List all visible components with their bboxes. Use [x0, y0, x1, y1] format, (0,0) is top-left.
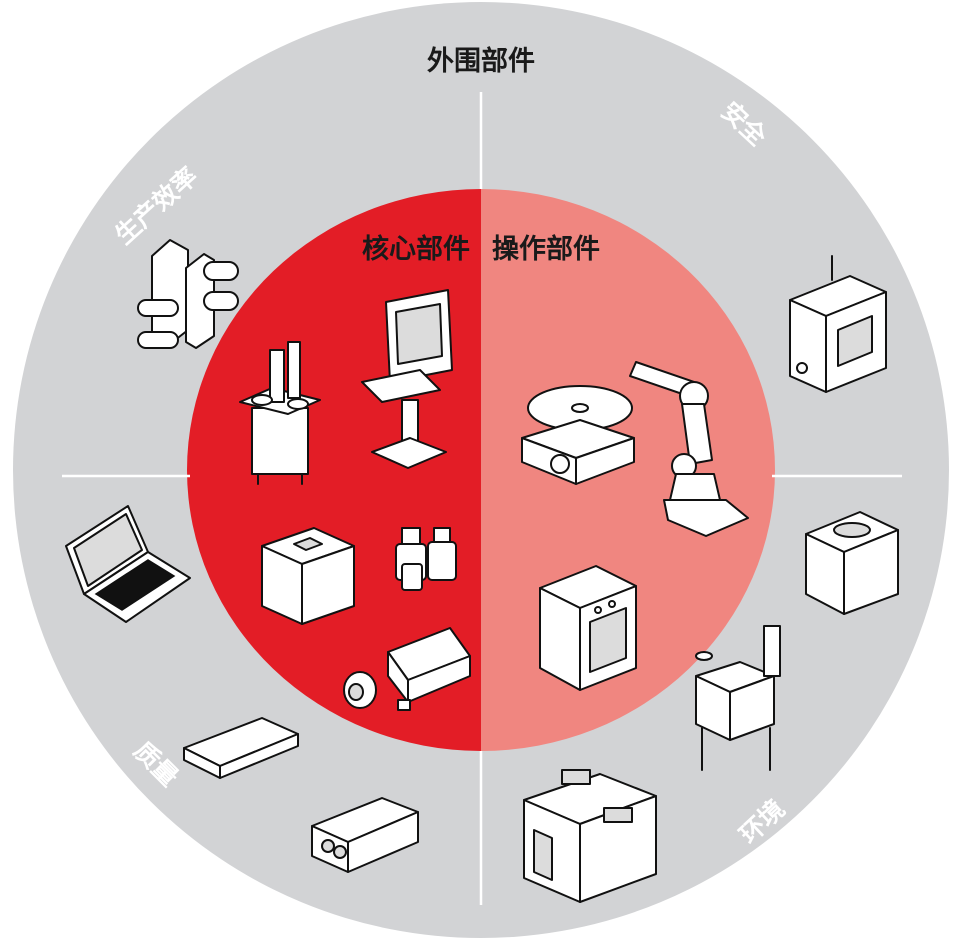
spindle-station-body — [251, 407, 309, 475]
junction-box-icon — [311, 797, 419, 873]
bottles-icon — [395, 527, 457, 591]
robot-arm-icon — [629, 361, 749, 537]
booth-door — [533, 829, 553, 881]
coupling-tube-c — [137, 299, 179, 317]
panel-cabinet-left — [789, 299, 827, 393]
spindle-motor-foot — [397, 699, 411, 711]
enclosure-icon — [805, 511, 899, 615]
connector-coupling-icon — [137, 239, 239, 349]
flat-device-icon — [183, 717, 299, 779]
operation-title: 操作部件 — [492, 233, 600, 265]
turntable-hub — [571, 403, 589, 413]
panel-cabinet-switch — [796, 362, 808, 374]
booth-side — [579, 795, 657, 903]
bottle-a-cap — [401, 527, 421, 545]
booth-roof-unit-a — [561, 769, 591, 785]
spindle-station-column-a — [269, 349, 285, 403]
dust-collector-body-right — [729, 675, 775, 741]
spindle-motor-tip — [348, 683, 364, 701]
booth-roof-unit-b — [603, 807, 633, 823]
spindle-station-disc-b — [287, 398, 309, 410]
console-base — [371, 437, 447, 469]
core-title: 核心部件 — [362, 233, 470, 265]
control-cabinet-knob-b — [608, 600, 616, 608]
cabinet-box-right — [301, 545, 355, 625]
bottle-b-cap — [433, 527, 451, 543]
turntable-gear — [550, 454, 570, 474]
spindle-station-icon — [239, 341, 321, 485]
spindle-motor-side — [407, 655, 471, 703]
turntable-base-right — [575, 437, 635, 485]
cabinet-box-icon — [261, 527, 355, 625]
laptop-icon — [65, 505, 191, 623]
dust-collector-duct — [763, 625, 781, 677]
dust-collector-cap — [695, 651, 713, 661]
flat-device-side — [219, 733, 299, 779]
spindle-station-column-b — [287, 341, 301, 399]
robot-waist — [669, 473, 721, 501]
coupling-plate-a — [151, 239, 189, 345]
control-cabinet-panel — [589, 607, 627, 673]
panel-cabinet-screen — [837, 315, 873, 367]
junction-box-side — [347, 811, 419, 873]
laptop-keyboard — [94, 559, 176, 611]
enclosure-side — [843, 529, 899, 615]
console-keyboard — [361, 369, 441, 403]
laptop-display — [73, 513, 143, 587]
bottle-c-body — [401, 563, 423, 591]
panel-cabinet-icon — [789, 255, 887, 393]
control-cabinet-icon — [539, 565, 637, 691]
coupling-tube-a — [203, 261, 239, 281]
console-screen — [395, 303, 443, 365]
enclosure-opening — [833, 522, 871, 538]
outer-title: 外围部件 — [427, 45, 535, 77]
booth-enclosure-icon — [523, 769, 657, 903]
coupling-tube-d — [137, 331, 179, 349]
robot-upper-arm — [681, 403, 713, 465]
dividers — [62, 92, 902, 905]
robot-base — [663, 499, 749, 537]
spindle-motor-icon — [343, 627, 471, 711]
cabinet-box-lid — [293, 537, 323, 551]
junction-box-port-b — [333, 845, 347, 859]
control-cabinet-knob-a — [594, 606, 602, 614]
bottle-b-body — [427, 541, 457, 581]
positioner-turntable-icon — [521, 385, 635, 485]
spindle-station-disc-a — [251, 394, 273, 406]
junction-box-port-a — [321, 839, 335, 853]
control-console-icon — [361, 289, 453, 469]
coupling-tube-b — [203, 291, 239, 311]
dust-collector-icon — [695, 625, 781, 771]
